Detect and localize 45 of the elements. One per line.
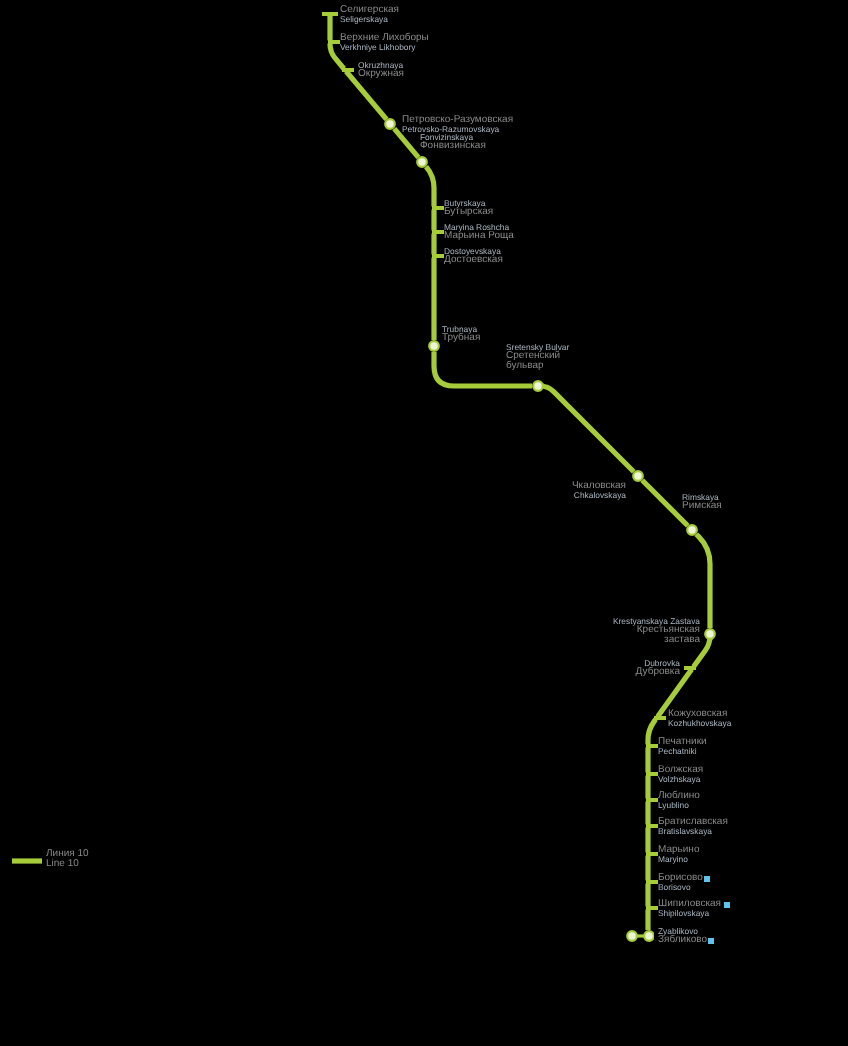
station-tick [645, 906, 657, 910]
station-tick [645, 880, 657, 884]
route-line [645, 747, 651, 773]
station-tick [683, 666, 696, 670]
route-line [537, 383, 636, 474]
route-line [344, 69, 389, 122]
route-line [327, 41, 346, 71]
station-tick [645, 772, 657, 776]
station-tick [653, 716, 666, 720]
interchange-circles-icon [625, 930, 654, 942]
station-tick [431, 206, 443, 210]
interchange-circle-icon [632, 470, 644, 482]
route-line [655, 667, 694, 719]
interchange-circle-icon [416, 156, 429, 168]
interchange-circle-icon [384, 118, 397, 130]
route-line [645, 827, 651, 853]
interchange-circle-icon [532, 380, 544, 392]
station-tick [431, 230, 443, 234]
station-tick [342, 68, 354, 72]
route-line [640, 478, 690, 528]
station-tick [327, 40, 339, 44]
route-line [645, 775, 651, 799]
station-tick [645, 744, 657, 748]
interchange-circle-icon [704, 628, 716, 640]
route-line [691, 633, 713, 669]
station-tick [645, 798, 657, 802]
station-tick [322, 12, 338, 16]
route-line [423, 164, 437, 207]
interchange-circle-icon [686, 524, 698, 536]
route-line [431, 233, 437, 255]
route-line [327, 15, 333, 41]
station-tick [645, 852, 657, 856]
route-line [645, 855, 651, 881]
route-line [431, 209, 437, 231]
interchange-circle-icon [428, 340, 440, 352]
route-line [694, 532, 713, 628]
station-tick [645, 824, 657, 828]
route-line [645, 909, 651, 930]
route-line [431, 257, 437, 340]
route-line [645, 801, 651, 825]
route-line [431, 352, 532, 389]
route-line [645, 883, 651, 907]
route-line [645, 717, 658, 745]
station-tick [431, 254, 443, 258]
route-line [392, 126, 421, 160]
